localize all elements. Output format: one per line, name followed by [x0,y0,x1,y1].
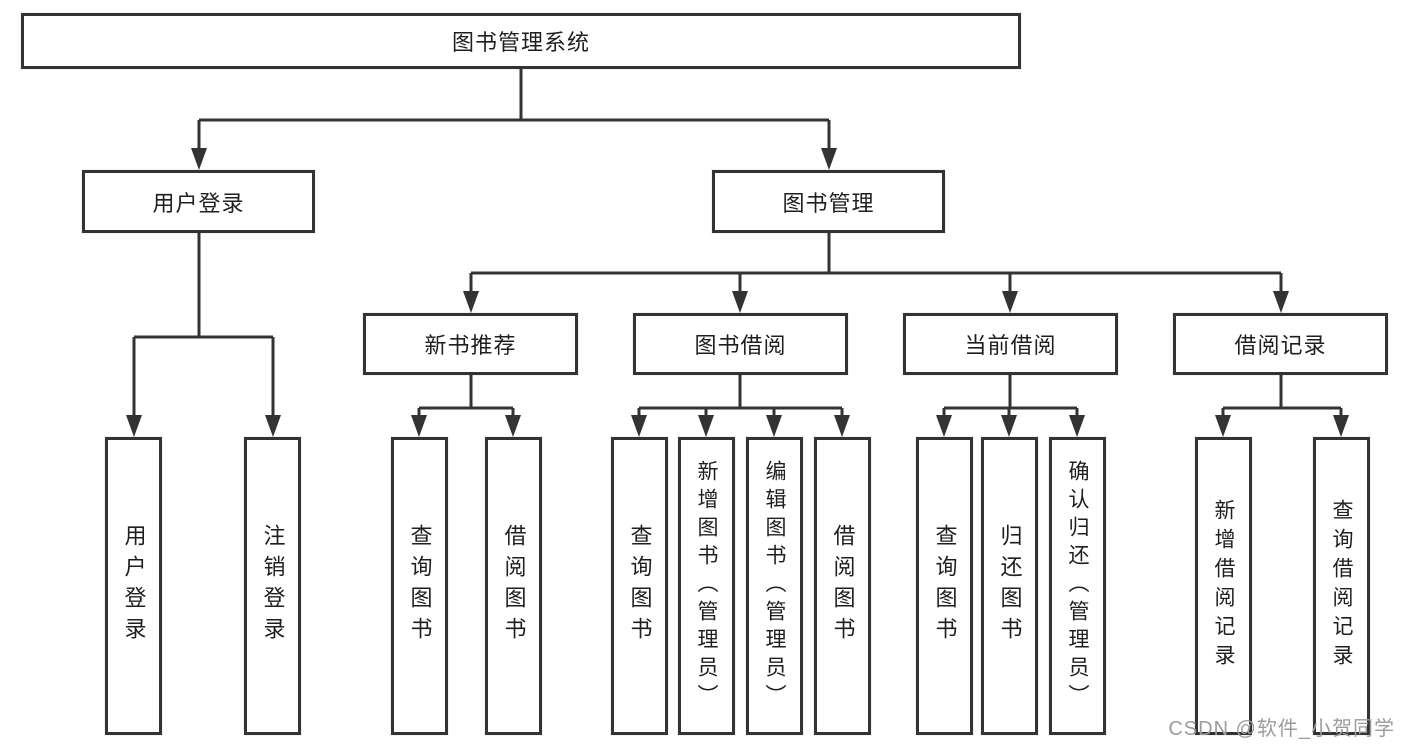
arrowhead-icon [191,148,207,170]
arrowhead-icon [1333,415,1349,437]
arrowhead-icon [821,148,837,170]
arrowhead-icon [463,291,479,313]
leaf-return-books: 归还图书 [981,437,1038,735]
leaf-borrow-books: 借阅图书 [814,437,871,735]
node-book-management: 图书管理 [712,170,945,233]
leaf-add-borrow-record: 新增借阅记录 [1195,437,1252,735]
arrowhead-icon [411,415,427,437]
node-current-borrow: 当前借阅 [903,313,1118,375]
arrowhead-icon [631,415,647,437]
leaf-borrow-books-recommend: 借阅图书 [485,437,542,735]
node-user-login: 用户登录 [82,170,315,233]
arrowhead-icon [834,415,850,437]
arrowhead-icon [265,415,281,437]
arrowhead-icon [1215,415,1231,437]
arrowhead-icon [1002,291,1018,313]
arrowhead-icon [126,415,142,437]
leaf-query-books-recommend: 查询图书 [391,437,448,735]
arrowhead-icon [936,415,952,437]
leaf-logout: 注销登录 [244,437,301,735]
node-borrow-records: 借阅记录 [1173,313,1388,375]
node-new-book-recommend: 新书推荐 [363,313,578,375]
leaf-add-books-admin: 新增图书（管理员） [678,437,735,735]
node-book-borrow: 图书借阅 [633,313,848,375]
arrowhead-icon [698,415,714,437]
tree-edges [132,69,1343,417]
arrowhead-icon [766,415,782,437]
leaf-edit-books-admin: 编辑图书（管理员） [746,437,803,735]
arrowhead-icons [126,148,1349,437]
node-root-system: 图书管理系统 [21,13,1021,69]
leaf-user-login: 用户登录 [105,437,162,735]
leaf-query-books-borrow: 查询图书 [611,437,668,735]
leaf-query-borrow-record: 查询借阅记录 [1313,437,1370,735]
csdn-watermark: CSDN @软件_小贺同学 [1168,718,1395,740]
leaf-confirm-return-admin: 确认归还（管理员） [1049,437,1106,735]
arrowhead-icon [1001,415,1017,437]
arrowhead-icon [732,291,748,313]
arrowhead-icon [505,415,521,437]
leaf-query-books-current: 查询图书 [916,437,973,735]
arrowhead-icon [1273,291,1289,313]
arrowhead-icon [1069,415,1085,437]
